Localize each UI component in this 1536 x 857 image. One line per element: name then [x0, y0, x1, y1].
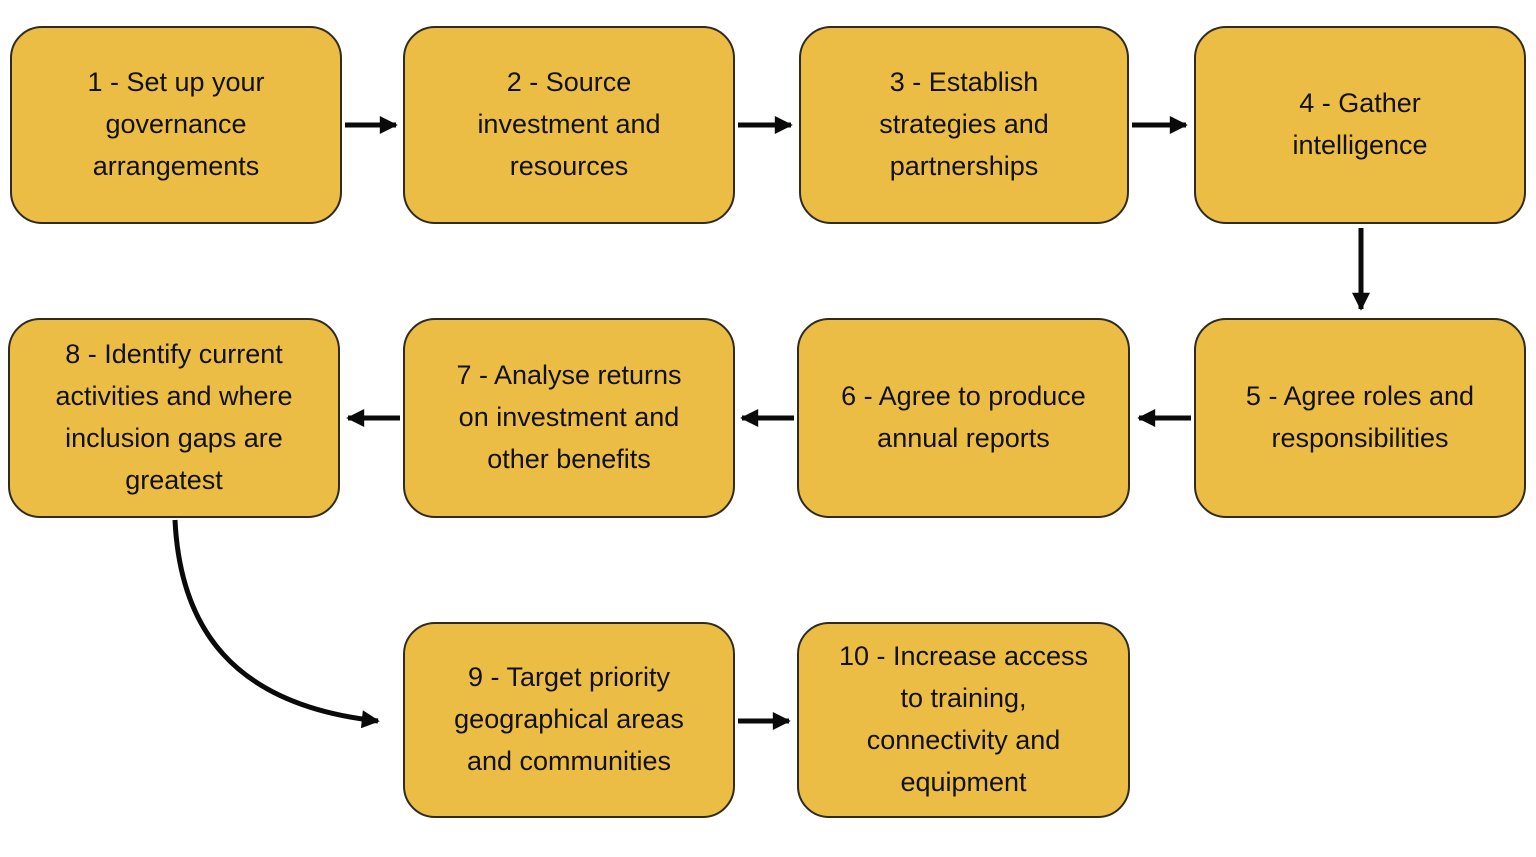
flow-node-5-roles-responsibilities: 5 - Agree roles and responsibilities — [1194, 318, 1526, 518]
flow-node-4-label: 4 - Gather intelligence — [1292, 88, 1428, 160]
flow-node-2-label: 2 - Source investment and resources — [477, 67, 661, 181]
flow-node-8-label: 8 - Identify current activities and wher… — [55, 339, 293, 495]
flow-node-5-label: 5 - Agree roles and responsibilities — [1245, 381, 1475, 453]
flow-node-8-identify-gaps: 8 - Identify current activities and wher… — [8, 318, 340, 518]
flow-node-3-label: 3 - Establish strategies and partnership… — [879, 67, 1049, 181]
flow-node-9-target-areas: 9 - Target priority geographical areas a… — [403, 622, 735, 818]
flow-node-6-label: 6 - Agree to produce annual reports — [841, 381, 1086, 453]
flow-node-7-analyse-returns: 7 - Analyse returns on investment and ot… — [403, 318, 735, 518]
flow-node-6-annual-reports: 6 - Agree to produce annual reports — [797, 318, 1130, 518]
flow-node-3-establish-strategies: 3 - Establish strategies and partnership… — [799, 26, 1129, 224]
flow-node-10-increase-access: 10 - Increase access to training, connec… — [797, 622, 1130, 818]
flow-node-1-governance: 1 - Set up your governance arrangements — [10, 26, 342, 224]
flow-node-9-label: 9 - Target priority geographical areas a… — [454, 662, 684, 776]
flow-node-7-label: 7 - Analyse returns on investment and ot… — [456, 360, 682, 474]
arrow-8-to-9 — [172, 519, 380, 729]
flow-node-2-source-investment: 2 - Source investment and resources — [403, 26, 735, 224]
flow-node-4-gather-intelligence: 4 - Gather intelligence — [1194, 26, 1526, 224]
flow-node-10-label: 10 - Increase access to training, connec… — [838, 641, 1089, 797]
flow-node-1-label: 1 - Set up your governance arrangements — [87, 67, 265, 181]
